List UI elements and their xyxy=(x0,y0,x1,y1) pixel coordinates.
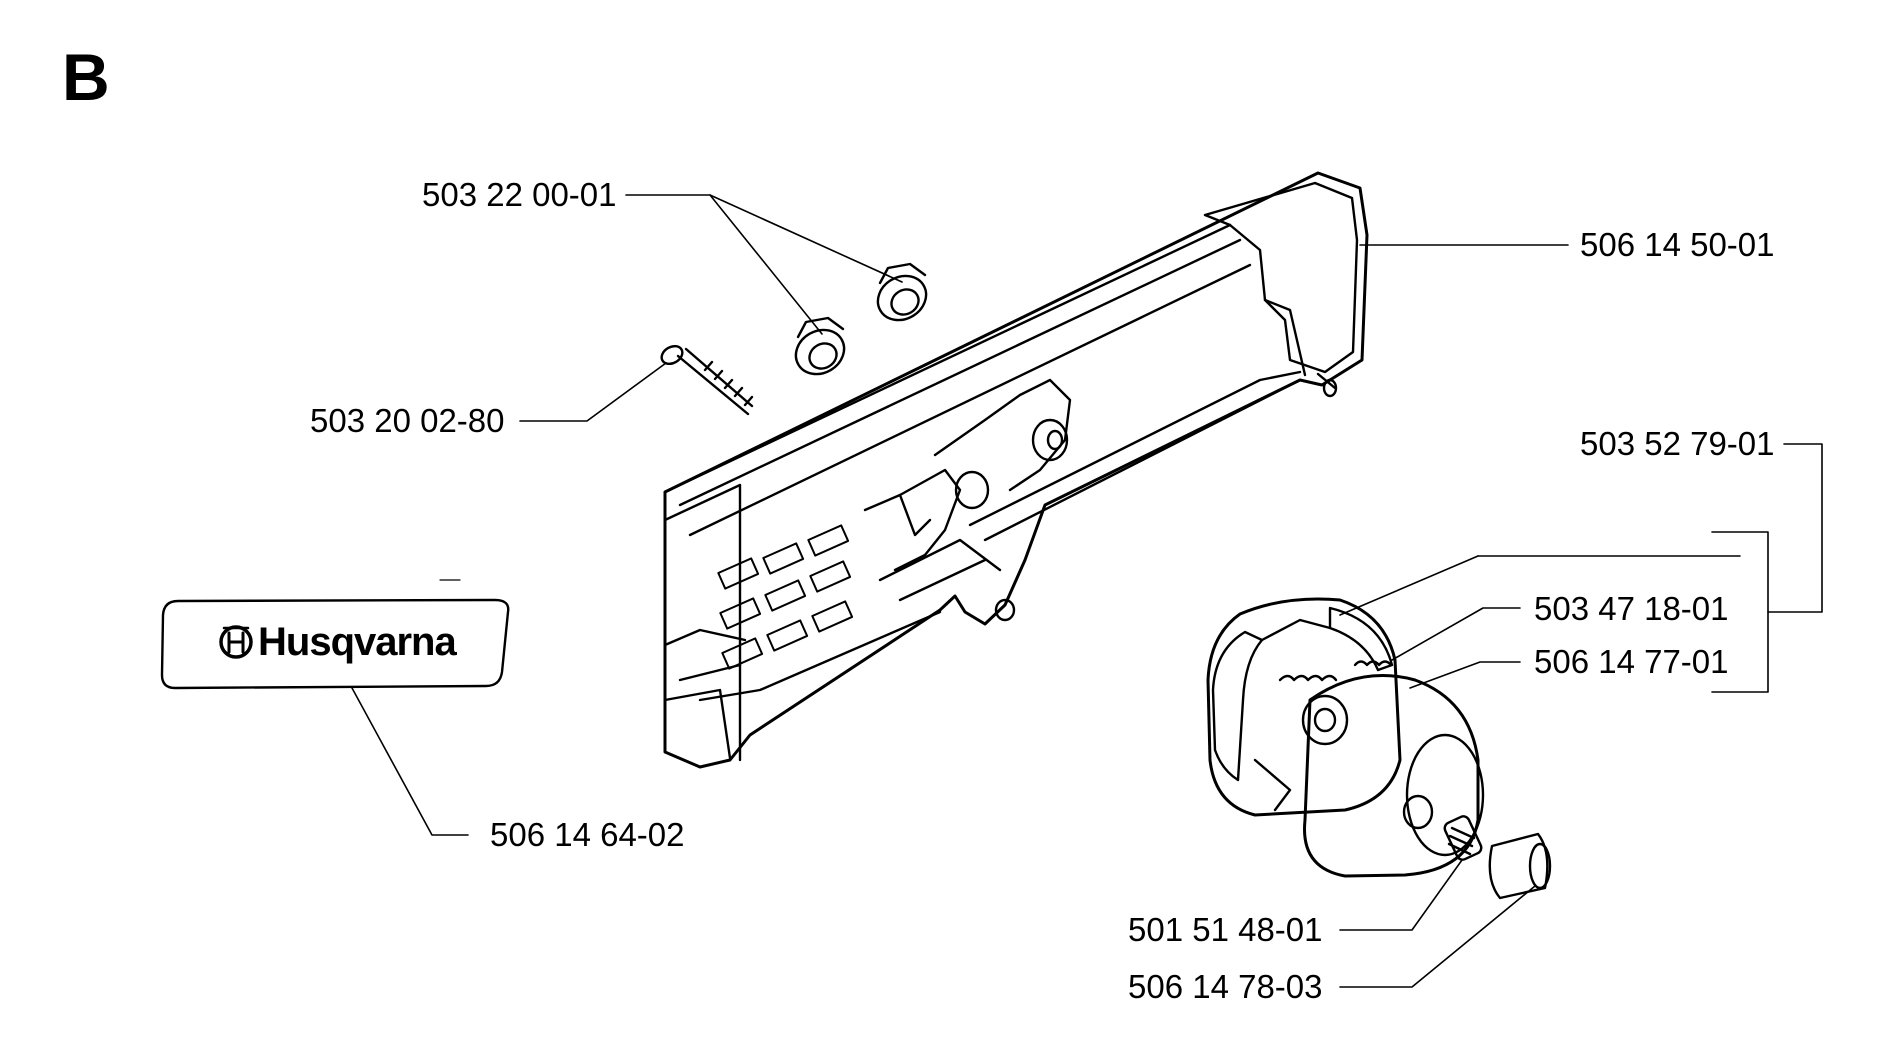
part-label-guide-bolt: 503 20 02-80 xyxy=(310,402,505,439)
clutch-assembly-drawing xyxy=(1206,597,1552,900)
guide-bolt-drawing xyxy=(660,344,754,416)
leader-lines xyxy=(351,194,1823,988)
part-label-spacer-washer: 506 14 78-03 xyxy=(1128,968,1323,1005)
part-label-clutch-assembly: 503 52 79-01 xyxy=(1580,425,1775,462)
part-label-clutch-drum: 506 14 77-01 xyxy=(1534,643,1729,680)
chain-cover-drawing xyxy=(663,171,1369,769)
part-label-flange-nuts: 503 22 00-01 xyxy=(422,176,617,213)
part-label-chain-cover: 506 14 50-01 xyxy=(1580,226,1775,263)
brand-logo-text: Husqvarna xyxy=(258,620,457,664)
part-label-decal: 506 14 64-02 xyxy=(490,816,685,853)
section-letter: B xyxy=(62,40,110,114)
part-label-clutch-spring: 503 47 18-01 xyxy=(1534,590,1729,627)
part-label-needle-bearing: 501 51 48-01 xyxy=(1128,911,1323,948)
flange-nuts-drawing xyxy=(794,262,928,376)
decal-drawing xyxy=(160,579,510,690)
